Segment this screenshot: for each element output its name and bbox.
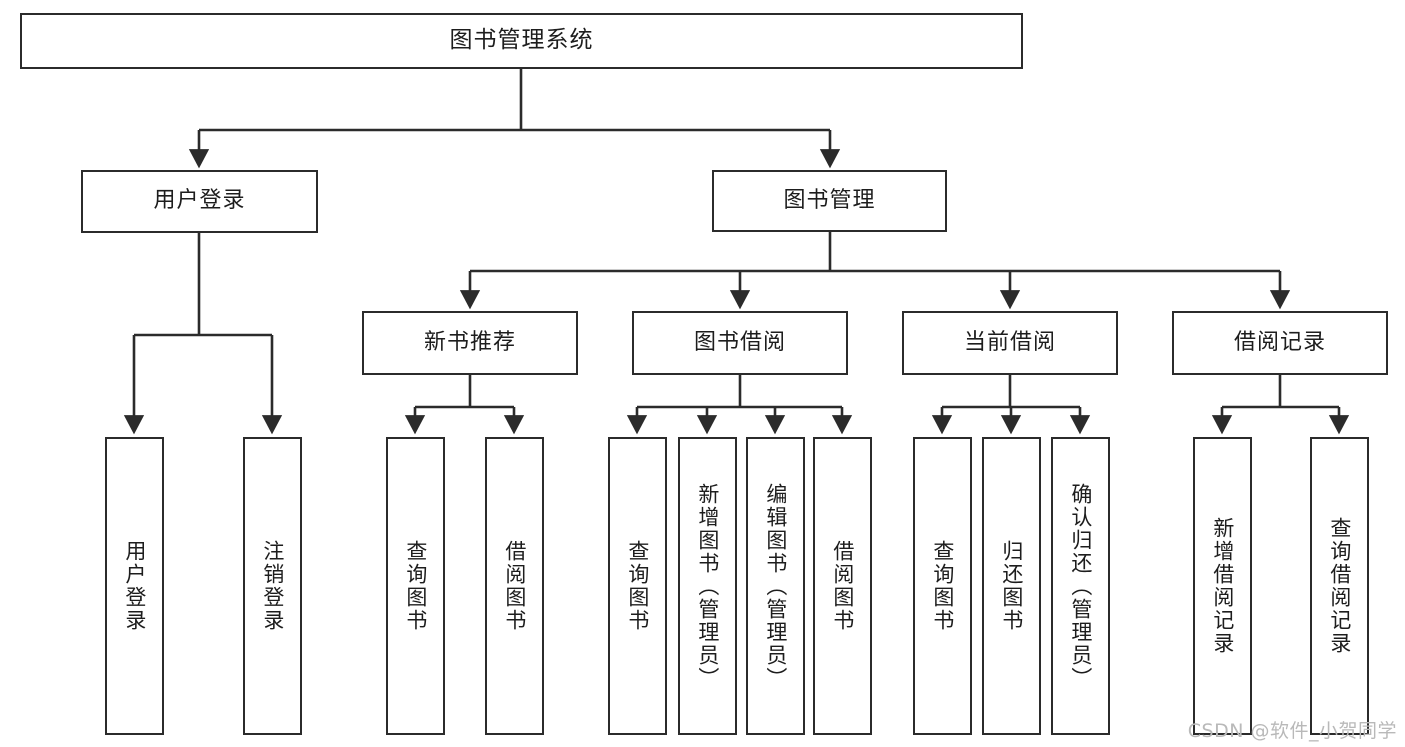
node-label: 新增借阅记录 [1210, 517, 1235, 655]
node-book-borrow[interactable]: 图书借阅 [632, 311, 848, 375]
leaf-borrow-query-book[interactable]: 查询图书 [608, 437, 667, 735]
node-label: 新增图书（管理员） [695, 482, 720, 690]
node-label: 查询图书 [403, 540, 428, 632]
node-label: 借阅图书 [830, 540, 855, 632]
node-label: 用户登录 [153, 188, 246, 214]
leaf-record-add-borrow-record[interactable]: 新增借阅记录 [1193, 437, 1252, 735]
node-label: 用户登录 [122, 540, 147, 632]
leaf-current-confirm-return-admin[interactable]: 确认归还（管理员） [1051, 437, 1110, 735]
node-borrow-record[interactable]: 借阅记录 [1172, 311, 1388, 375]
node-user-login[interactable]: 用户登录 [81, 170, 318, 233]
node-label: 编辑图书（管理员） [763, 482, 788, 690]
node-root-system[interactable]: 图书管理系统 [20, 13, 1023, 69]
node-book-management[interactable]: 图书管理 [712, 170, 947, 232]
node-label: 注销登录 [260, 540, 285, 632]
leaf-user-login[interactable]: 用户登录 [105, 437, 164, 735]
node-new-book-recommend[interactable]: 新书推荐 [362, 311, 578, 375]
node-label: 归还图书 [999, 540, 1024, 632]
leaf-borrow-edit-book-admin[interactable]: 编辑图书（管理员） [746, 437, 805, 735]
node-label: 确认归还（管理员） [1068, 482, 1093, 690]
node-current-borrow[interactable]: 当前借阅 [902, 311, 1118, 375]
leaf-current-query-book[interactable]: 查询图书 [913, 437, 972, 735]
node-label: 查询借阅记录 [1327, 517, 1352, 655]
node-label: 图书借阅 [693, 329, 786, 355]
leaf-borrow-add-book-admin[interactable]: 新增图书（管理员） [678, 437, 737, 735]
node-label: 新书推荐 [423, 329, 516, 355]
leaf-newbook-query-book[interactable]: 查询图书 [386, 437, 445, 735]
node-label: 当前借阅 [963, 329, 1056, 355]
leaf-newbook-borrow-book[interactable]: 借阅图书 [485, 437, 544, 735]
leaf-current-return-book[interactable]: 归还图书 [982, 437, 1041, 735]
leaf-user-logout[interactable]: 注销登录 [243, 437, 302, 735]
node-label: 借阅记录 [1233, 329, 1326, 355]
node-label: 图书管理系统 [449, 27, 594, 54]
watermark-text: CSDN @软件_小贺同学 [1187, 720, 1397, 742]
leaf-record-query-borrow-record[interactable]: 查询借阅记录 [1310, 437, 1369, 735]
node-label: 图书管理 [783, 187, 876, 213]
node-label: 借阅图书 [502, 540, 527, 632]
node-label: 查询图书 [930, 540, 955, 632]
node-label: 查询图书 [625, 540, 650, 632]
leaf-borrow-borrow-book[interactable]: 借阅图书 [813, 437, 872, 735]
